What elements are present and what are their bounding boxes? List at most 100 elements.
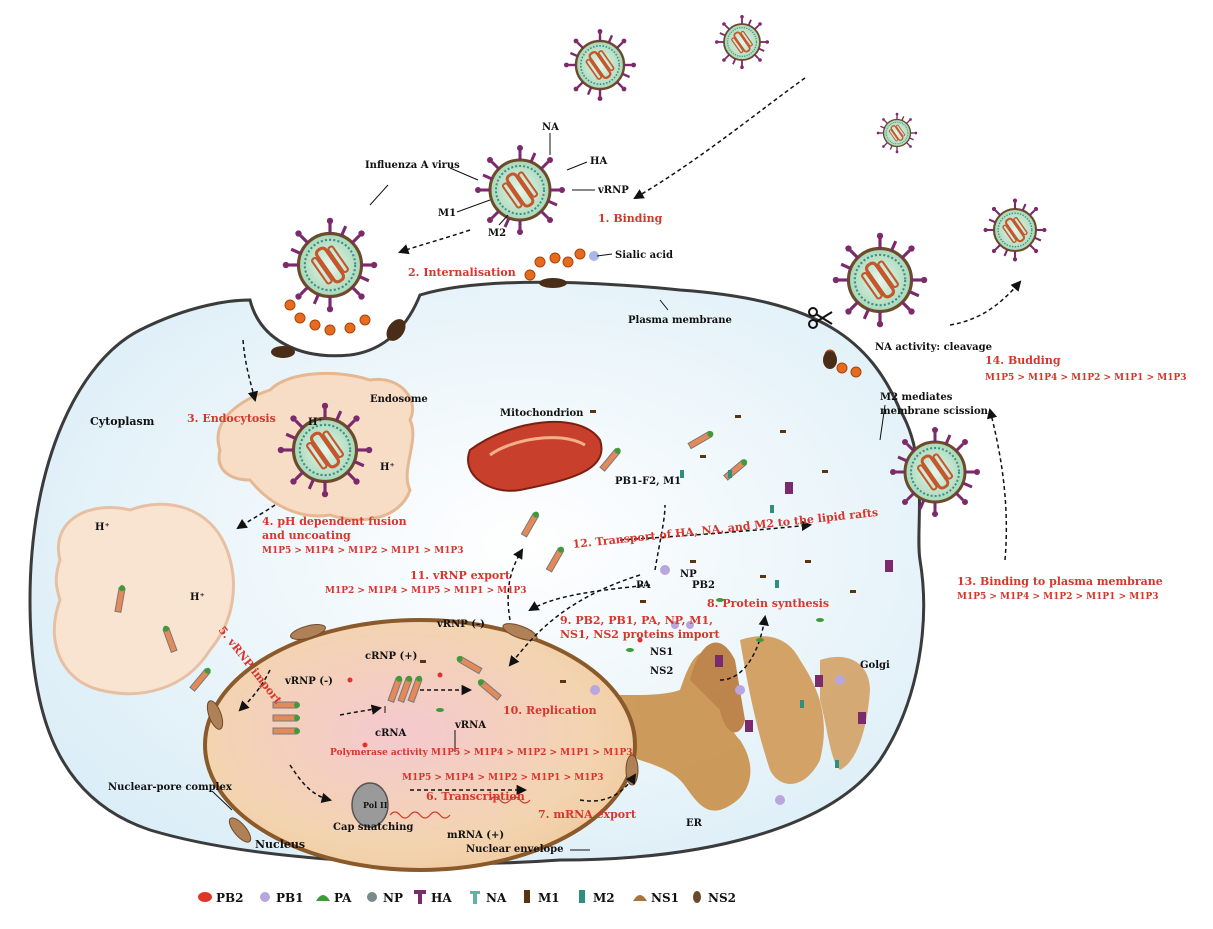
step-13-sequence: M1P5 > M1P4 > M1P2 > M1P1 > M1P3 — [957, 592, 1159, 602]
late-endosome — [52, 502, 235, 696]
label-vrnp-minus-a: vRNP (-) — [284, 676, 333, 687]
legend-label: PB1 — [276, 891, 304, 905]
legend: PB2 PB1 PA NP HA NA M1 M2 NS1 NS2 — [198, 890, 736, 905]
legend-item-ns2: NS2 — [693, 891, 736, 905]
legend-item-m2: M2 — [579, 890, 615, 905]
scissors-icon — [808, 307, 833, 329]
ns2-icon — [693, 891, 701, 903]
pa-icon — [316, 895, 330, 901]
label-m2-mediates-1: M2 mediates — [880, 392, 953, 403]
step-1: 1. Binding — [598, 212, 663, 225]
sialic-acid-terminal — [589, 251, 599, 261]
label-mitochondrion: Mitochondrion — [500, 408, 584, 419]
label-influenza: Influenza A virus — [365, 160, 460, 171]
label-sialic: Sialic acid — [615, 250, 673, 261]
legend-label: NA — [486, 891, 507, 905]
label-h-plus-3: H⁺ — [95, 522, 110, 533]
m1-icon — [524, 890, 530, 903]
label-plasma-membrane: Plasma membrane — [628, 315, 732, 326]
legend-label: NP — [383, 891, 403, 905]
virion-top-center — [473, 143, 567, 237]
sialic-acid-chains — [284, 248, 862, 378]
er-golgi — [567, 636, 870, 811]
legend-label: NS2 — [708, 891, 736, 905]
label-golgi: Golgi — [860, 660, 890, 671]
label-endosome: Endosome — [370, 394, 428, 405]
mrna-strand-export — [489, 796, 531, 804]
label-na: NA — [542, 122, 559, 133]
step-4b: and uncoating — [262, 529, 351, 542]
virion-far-3 — [876, 112, 918, 154]
label-np: NP — [680, 569, 697, 580]
step-13: 13. Binding to plasma membrane — [957, 575, 1163, 588]
step-4-sequence: M1P5 > M1P4 > M1P2 > M1P1 > M1P3 — [262, 546, 464, 556]
label-nucleus: Nucleus — [255, 838, 305, 851]
label-ns1: NS1 — [650, 647, 673, 658]
mrna-strand — [389, 811, 451, 819]
ns1-icon — [633, 895, 647, 901]
label-m2-mediates-2: membrane scission — [880, 406, 989, 417]
legend-label: M1 — [538, 891, 560, 905]
label-m2: M2 — [488, 228, 506, 239]
legend-item-m1: M1 — [524, 890, 560, 905]
label-vrnp: vRNP — [597, 185, 629, 196]
pb2-icon — [198, 892, 212, 902]
mitochondrion — [467, 420, 603, 492]
ha-icon — [414, 890, 426, 904]
label-h-plus-2: H⁺ — [380, 462, 395, 473]
nucleus — [203, 618, 637, 872]
virion-released — [982, 197, 1048, 263]
text-labels: Influenza A virus NA HA vRNP M1 M2 Siali… — [90, 122, 992, 855]
legend-item-ha: HA — [414, 890, 452, 905]
label-mrna: mRNA (+) — [447, 830, 504, 841]
step-9b: NS1, NS2 proteins import — [560, 628, 721, 641]
legend-item-na: NA — [470, 891, 507, 905]
label-vrna: vRNA — [454, 720, 486, 731]
np-icon — [367, 892, 377, 902]
pb1-icon — [260, 892, 270, 902]
step-10-sequence: Polymerase activity M1P5 > M1P4 > M1P2 >… — [330, 748, 632, 758]
step-14: 14. Budding — [985, 354, 1061, 367]
step-4a: 4. pH dependent fusion — [262, 515, 407, 528]
process-arrows — [236, 77, 1022, 804]
step-10: 10. Replication — [503, 704, 597, 717]
label-cap-snatching: Cap snatching — [333, 822, 413, 833]
legend-item-np: NP — [367, 891, 403, 905]
label-nuclear-envelope: Nuclear envelope — [466, 844, 564, 855]
legend-label: HA — [431, 891, 452, 905]
label-pb1f2: PB1-F2, M1 — [615, 476, 681, 487]
legend-item-ns1: NS1 — [633, 891, 679, 905]
legend-label: NS1 — [651, 891, 679, 905]
label-crna: cRNA — [375, 728, 407, 739]
label-vrnp-minus-b: vRNP (-) — [436, 619, 485, 630]
step-14-sequence: M1P5 > M1P4 > M1P2 > M1P1 > M1P3 — [985, 373, 1187, 383]
virion-entering — [281, 216, 379, 314]
step-9a: 9. PB2, PB1, PA, NP, M1, — [560, 614, 713, 627]
step-6-sequence: M1P5 > M1P4 > M1P2 > M1P1 > M1P3 — [402, 773, 604, 783]
pol-ii: Pol II — [351, 782, 389, 828]
label-pb2: PB2 — [692, 580, 715, 591]
legend-item-pb1: PB1 — [260, 891, 304, 905]
label-crnp-plus: cRNP (+) — [365, 651, 417, 662]
svg-text:Pol II: Pol II — [363, 800, 388, 810]
step-3: 3. Endocytosis — [187, 412, 276, 425]
step-8: 8. Protein synthesis — [707, 597, 829, 610]
step-2: 2. Internalisation — [408, 266, 516, 279]
virion-far-1 — [562, 27, 638, 103]
legend-label: PB2 — [216, 891, 244, 905]
label-h-plus-1: H⁺ — [308, 417, 323, 428]
virion-budding — [888, 425, 982, 519]
scattered-proteins — [347, 410, 893, 805]
leader-lines — [211, 133, 886, 851]
step-11: 11. vRNP export — [410, 569, 511, 582]
label-cytoplasm: Cytoplasm — [90, 415, 155, 428]
na-icon — [470, 891, 480, 904]
legend-label: PA — [334, 891, 352, 905]
label-er: ER — [686, 818, 703, 829]
step-7: 7. mRNA export — [538, 808, 637, 821]
step-6: 6. Transcription — [426, 790, 525, 803]
raft-patches — [271, 278, 837, 369]
virion-endosome — [276, 401, 374, 499]
